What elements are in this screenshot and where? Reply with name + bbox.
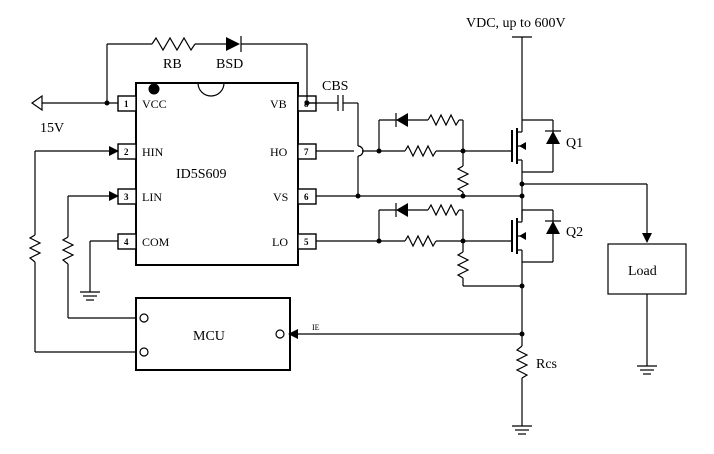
resistor-rcs (515, 345, 529, 379)
low-side-gate-network (316, 203, 525, 289)
pin-3-name: LIN (142, 190, 162, 204)
high-side-gate-network (316, 113, 512, 199)
rb-label: RB (163, 57, 182, 72)
q2-label: Q2 (566, 225, 583, 240)
pin-8-name: VB (270, 97, 287, 111)
pin-7-number: 7 (304, 147, 309, 157)
load-label: Load (628, 264, 657, 279)
diode-bsd (226, 36, 242, 52)
vdc-rail: VDC, up to 600V (466, 16, 566, 120)
resistor-rb (151, 36, 196, 52)
load-block: Load (607, 243, 687, 375)
output-to-load (519, 181, 652, 243)
mcu-label: MCU (193, 329, 225, 344)
vdc-label: VDC, up to 600V (466, 16, 566, 31)
bootstrap-supply: 15V RB BSD (30, 36, 316, 136)
control-signals (28, 146, 136, 353)
com-ground (80, 240, 118, 301)
bsd-label: BSD (216, 57, 243, 72)
pin-7-name: HO (270, 145, 288, 159)
pin-6-name: VS (273, 190, 288, 204)
pin-4-name: COM (142, 235, 170, 249)
supply-15v-label: 15V (40, 121, 64, 136)
left-pins: 1 VCC 2 HIN 3 LIN 4 COM (117, 95, 170, 250)
pin-3-number: 3 (124, 192, 129, 202)
pin-5-number: 5 (304, 237, 309, 247)
pin-6-number: 6 (304, 192, 309, 202)
ie-label: IE (312, 323, 320, 332)
gate-driver-ic: ID5S609 (135, 82, 299, 266)
rcs-label: Rcs (536, 357, 557, 372)
mosfet-q2: Q2 (511, 209, 583, 300)
mcu-block: MCU (135, 297, 291, 371)
q1-label: Q1 (566, 136, 583, 151)
pin-5-name: LO (272, 235, 288, 249)
pin-2-name: HIN (142, 145, 164, 159)
right-pins: 8 VB 7 HO 6 VS 5 LO (270, 95, 317, 250)
chip-label: ID5S609 (176, 167, 227, 182)
pin-1-number: 1 (124, 99, 129, 109)
pin-4-number: 4 (124, 237, 129, 247)
pin-2-number: 2 (124, 147, 129, 157)
current-sense: IE Rcs (288, 300, 557, 435)
cbs-label: CBS (322, 79, 348, 94)
pin-1-name: VCC (142, 97, 167, 111)
mosfet-q1: Q1 (511, 119, 583, 184)
